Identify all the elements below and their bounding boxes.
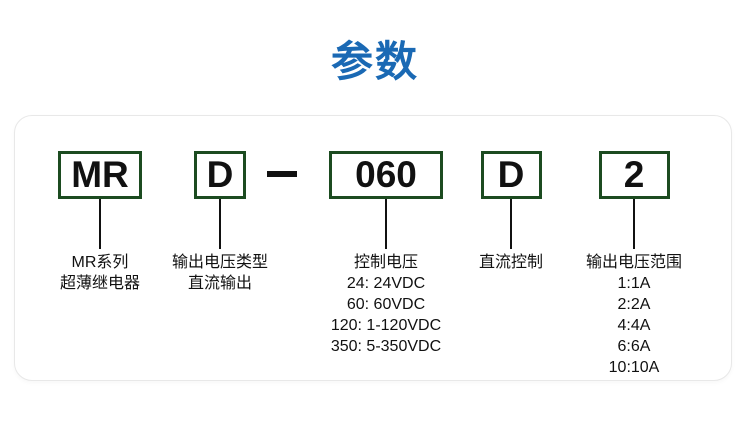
page-title: 参数	[330, 38, 419, 85]
connector-line	[385, 199, 387, 249]
label-line: 4:4A	[617, 317, 651, 334]
segment-output-type: D 输出电压类型 直流输出	[135, 151, 305, 294]
label-line: 直流控制	[478, 254, 543, 271]
label-line: 输出电压类型	[171, 254, 268, 271]
code-box-dc-control: D	[480, 151, 542, 199]
code-box-series: MR	[58, 151, 142, 199]
segment-labels: 输出电压范围 1:1A 2:2A 4:4A 6:6A 10:10A	[549, 252, 719, 378]
label-line: 6:6A	[617, 338, 651, 355]
parameters-card: MR MR系列 超薄继电器 D 输出电压类型 直流输出 060 控制电压 24:…	[14, 115, 732, 381]
label-line: 60: 60VDC	[346, 296, 426, 313]
label-line: 2:2A	[617, 296, 651, 313]
label-line: 120: 1-120VDC	[330, 317, 442, 334]
code-text: D	[497, 154, 525, 195]
connector-line	[219, 199, 221, 249]
label-line: MR系列	[71, 254, 129, 271]
segment-labels: MR系列 超薄继电器	[15, 252, 185, 294]
label-line: 1:1A	[617, 275, 651, 292]
connector-line	[633, 199, 635, 249]
segment-dc-control: D 直流控制	[426, 151, 596, 273]
connector-line	[510, 199, 512, 249]
segment-labels: 输出电压类型 直流输出	[135, 252, 305, 294]
label-line: 350: 5-350VDC	[330, 338, 442, 355]
segment-control-voltage: 060 控制电压 24: 24VDC 60: 60VDC 120: 1-120V…	[301, 151, 471, 357]
code-box-control-voltage: 060	[329, 151, 443, 199]
segment-output-range: 2 输出电压范围 1:1A 2:2A 4:4A 6:6A 10:10A	[549, 151, 719, 378]
label-line: 输出电压范围	[585, 254, 682, 271]
segment-labels: 控制电压 24: 24VDC 60: 60VDC 120: 1-120VDC 3…	[301, 252, 471, 357]
code-text: 060	[355, 154, 417, 195]
label-line: 超薄继电器	[59, 275, 140, 292]
code-text: MR	[71, 154, 129, 195]
hyphen-separator-icon	[267, 171, 297, 177]
code-box-output-type: D	[194, 151, 246, 199]
code-text: 2	[623, 154, 645, 195]
connector-line	[99, 199, 101, 249]
code-box-output-range: 2	[598, 151, 670, 199]
segment-labels: 直流控制	[426, 252, 596, 273]
label-line: 控制电压	[353, 254, 418, 271]
label-line: 24: 24VDC	[346, 275, 426, 292]
segment-series: MR MR系列 超薄继电器	[15, 151, 185, 294]
label-line: 直流输出	[187, 275, 252, 292]
label-line: 10:10A	[608, 359, 660, 376]
code-text: D	[206, 154, 234, 195]
